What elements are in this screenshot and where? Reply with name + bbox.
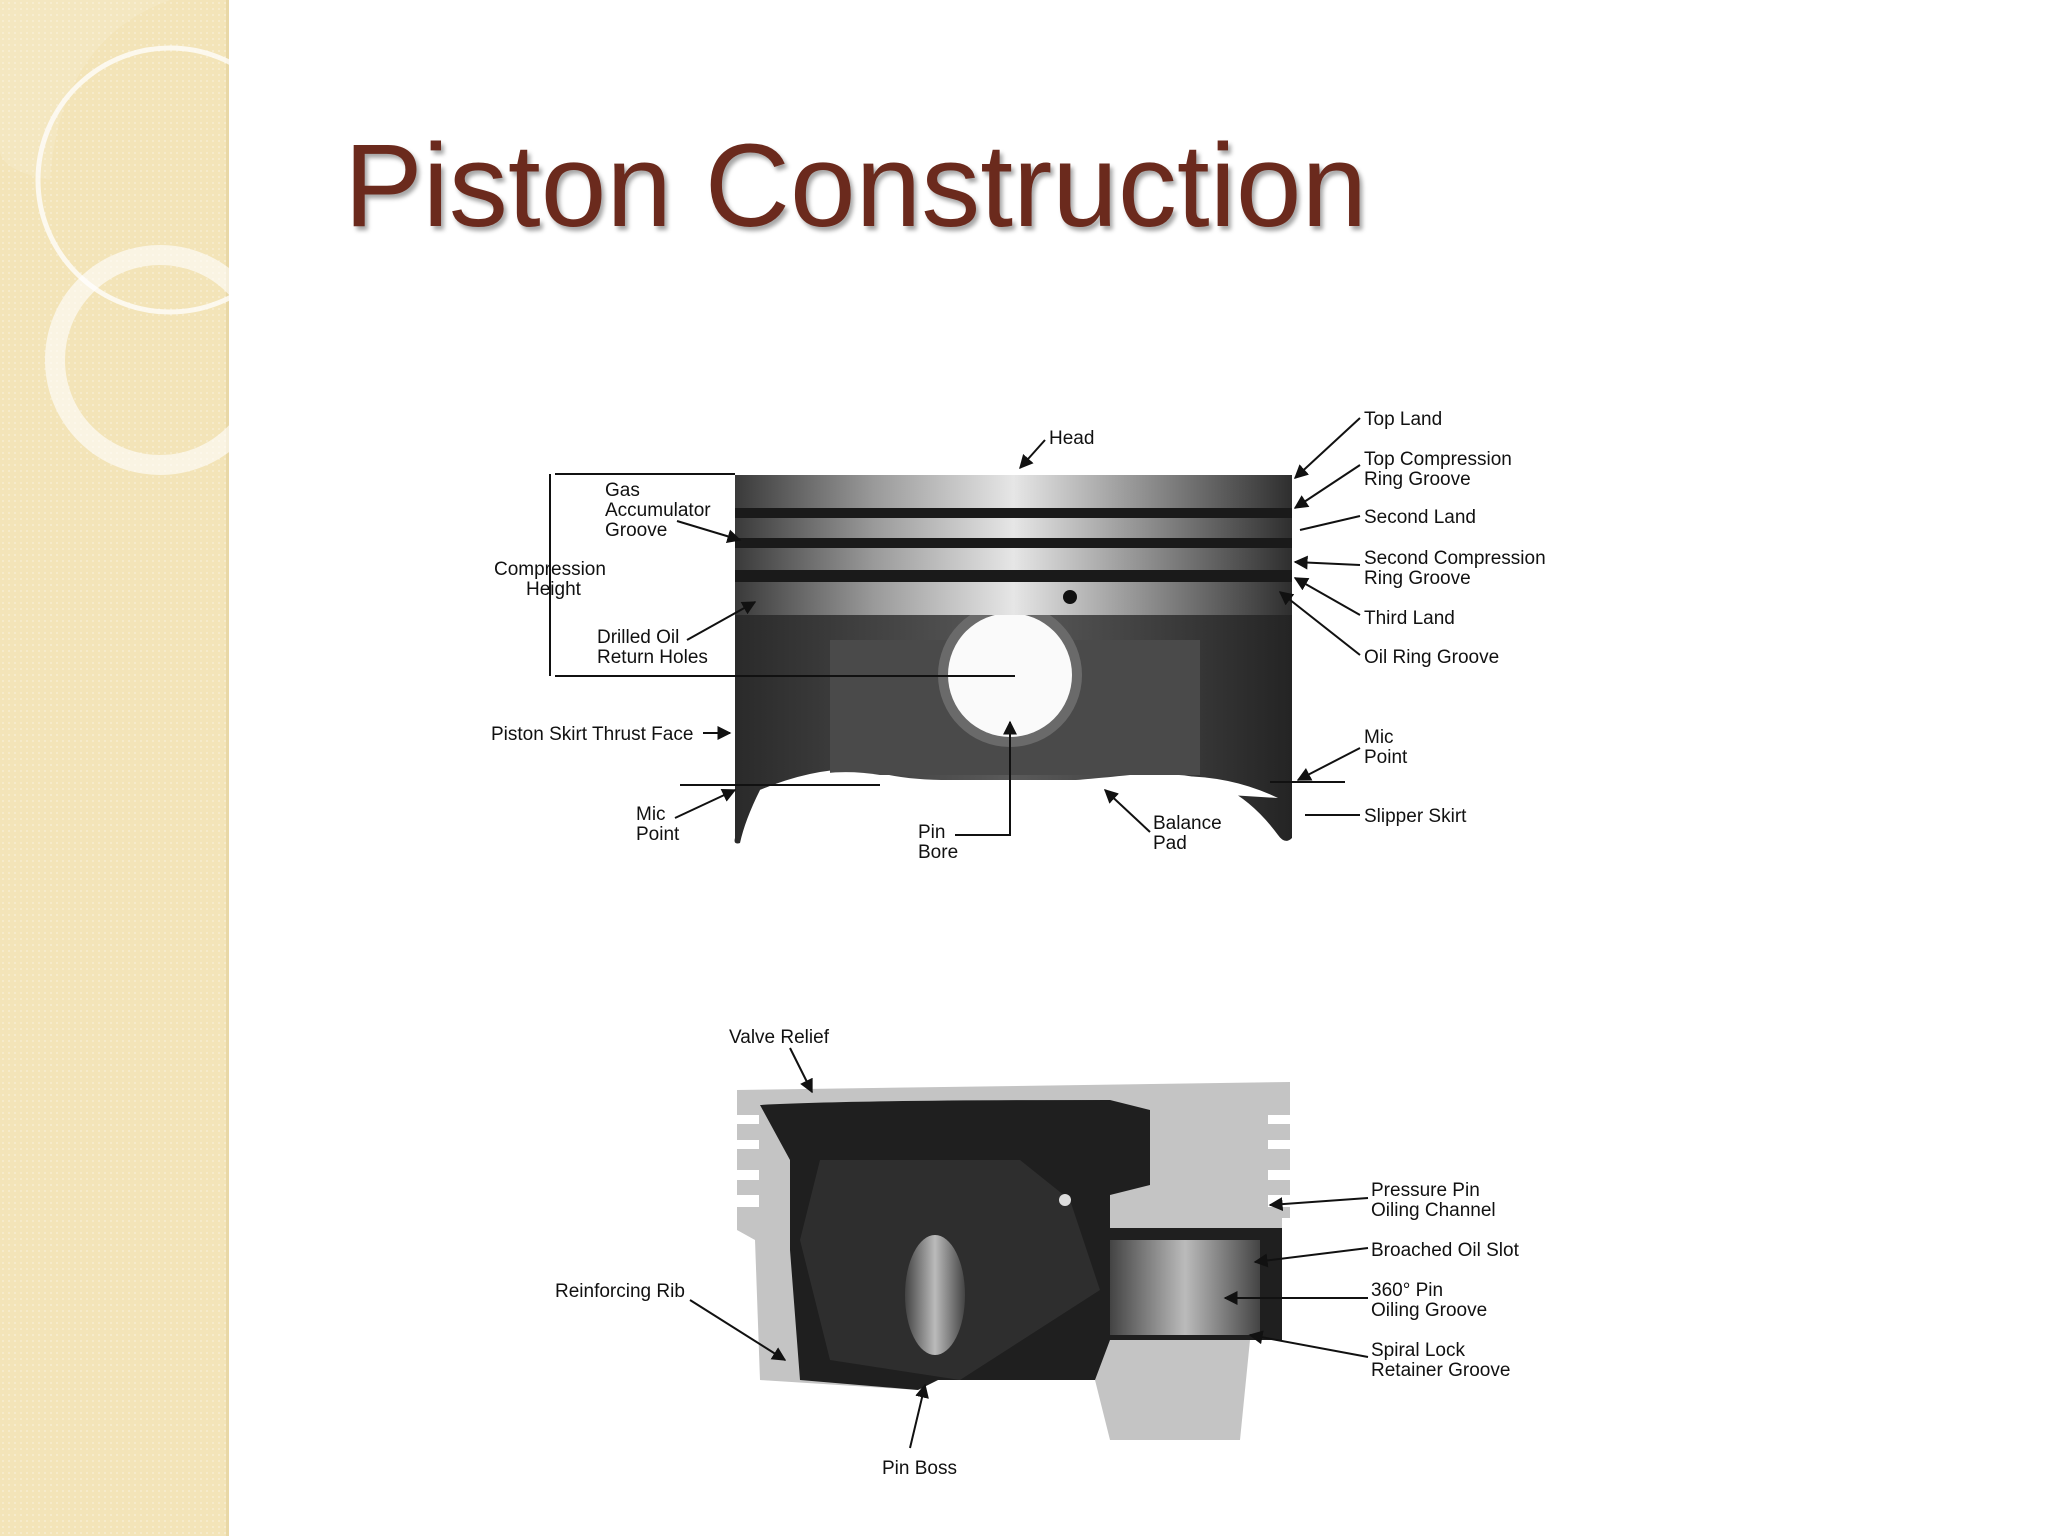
label-mic-point-left-2: Point	[636, 824, 680, 845]
label-pin-bore-2: Bore	[918, 842, 958, 863]
label-valve-relief: Valve Relief	[729, 1027, 830, 1048]
bottom-leader-lines	[689, 1047, 1369, 1449]
label-second-comp-1: Second Compression	[1364, 548, 1546, 569]
label-top-comp-1: Top Compression	[1364, 449, 1512, 470]
label-second-comp-2: Ring Groove	[1364, 568, 1471, 589]
label-balance-2: Pad	[1153, 833, 1187, 854]
label-drilled-2: Return Holes	[597, 647, 708, 668]
label-mic-point-left-1: Mic	[636, 804, 666, 825]
label-spiral-2: Retainer Groove	[1371, 1360, 1510, 1381]
label-third-land: Third Land	[1364, 608, 1455, 629]
label-broached: Broached Oil Slot	[1371, 1240, 1520, 1261]
label-top-land: Top Land	[1364, 409, 1442, 430]
sidebar-edge	[226, 0, 229, 1536]
label-gas-acc-2: Accumulator	[605, 500, 711, 521]
label-pressure-1: Pressure Pin	[1371, 1180, 1480, 1201]
label-pin-boss: Pin Boss	[882, 1458, 957, 1479]
top-leader-lines	[549, 417, 1361, 836]
label-pin-360-1: 360° Pin	[1371, 1280, 1443, 1301]
label-pin-bore-1: Pin	[918, 822, 945, 843]
label-mic-point-right-1: Mic	[1364, 727, 1394, 748]
label-slipper-skirt: Slipper Skirt	[1364, 806, 1467, 827]
label-spiral-1: Spiral Lock	[1371, 1340, 1465, 1361]
label-gas-acc-3: Groove	[605, 520, 667, 541]
slide-title: Piston Construction	[344, 120, 1368, 252]
bottom-labels: Valve Relief Pressure Pin Oiling Channel…	[555, 1027, 1520, 1479]
label-gas-acc-1: Gas	[605, 480, 640, 501]
label-skirt-thrust: Piston Skirt Thrust Face	[491, 724, 693, 745]
piston-cutaway-view	[737, 1082, 1290, 1440]
piston-side-view	[734, 475, 1292, 844]
top-labels: Head Top Land Top Compression Ring Groov…	[491, 409, 1546, 863]
label-second-land: Second Land	[1364, 507, 1476, 528]
label-pressure-2: Oiling Channel	[1371, 1200, 1496, 1221]
label-comp-height-2: Height	[526, 579, 582, 600]
label-comp-height-1: Compression	[494, 559, 606, 580]
label-top-comp-2: Ring Groove	[1364, 469, 1471, 490]
label-drilled-1: Drilled Oil	[597, 627, 679, 648]
label-balance-1: Balance	[1153, 813, 1222, 834]
label-head: Head	[1049, 428, 1094, 449]
label-mic-point-right-2: Point	[1364, 747, 1408, 768]
label-reinforcing: Reinforcing Rib	[555, 1281, 685, 1302]
label-oil-ring-groove: Oil Ring Groove	[1364, 647, 1499, 668]
label-pin-360-2: Oiling Groove	[1371, 1300, 1487, 1321]
